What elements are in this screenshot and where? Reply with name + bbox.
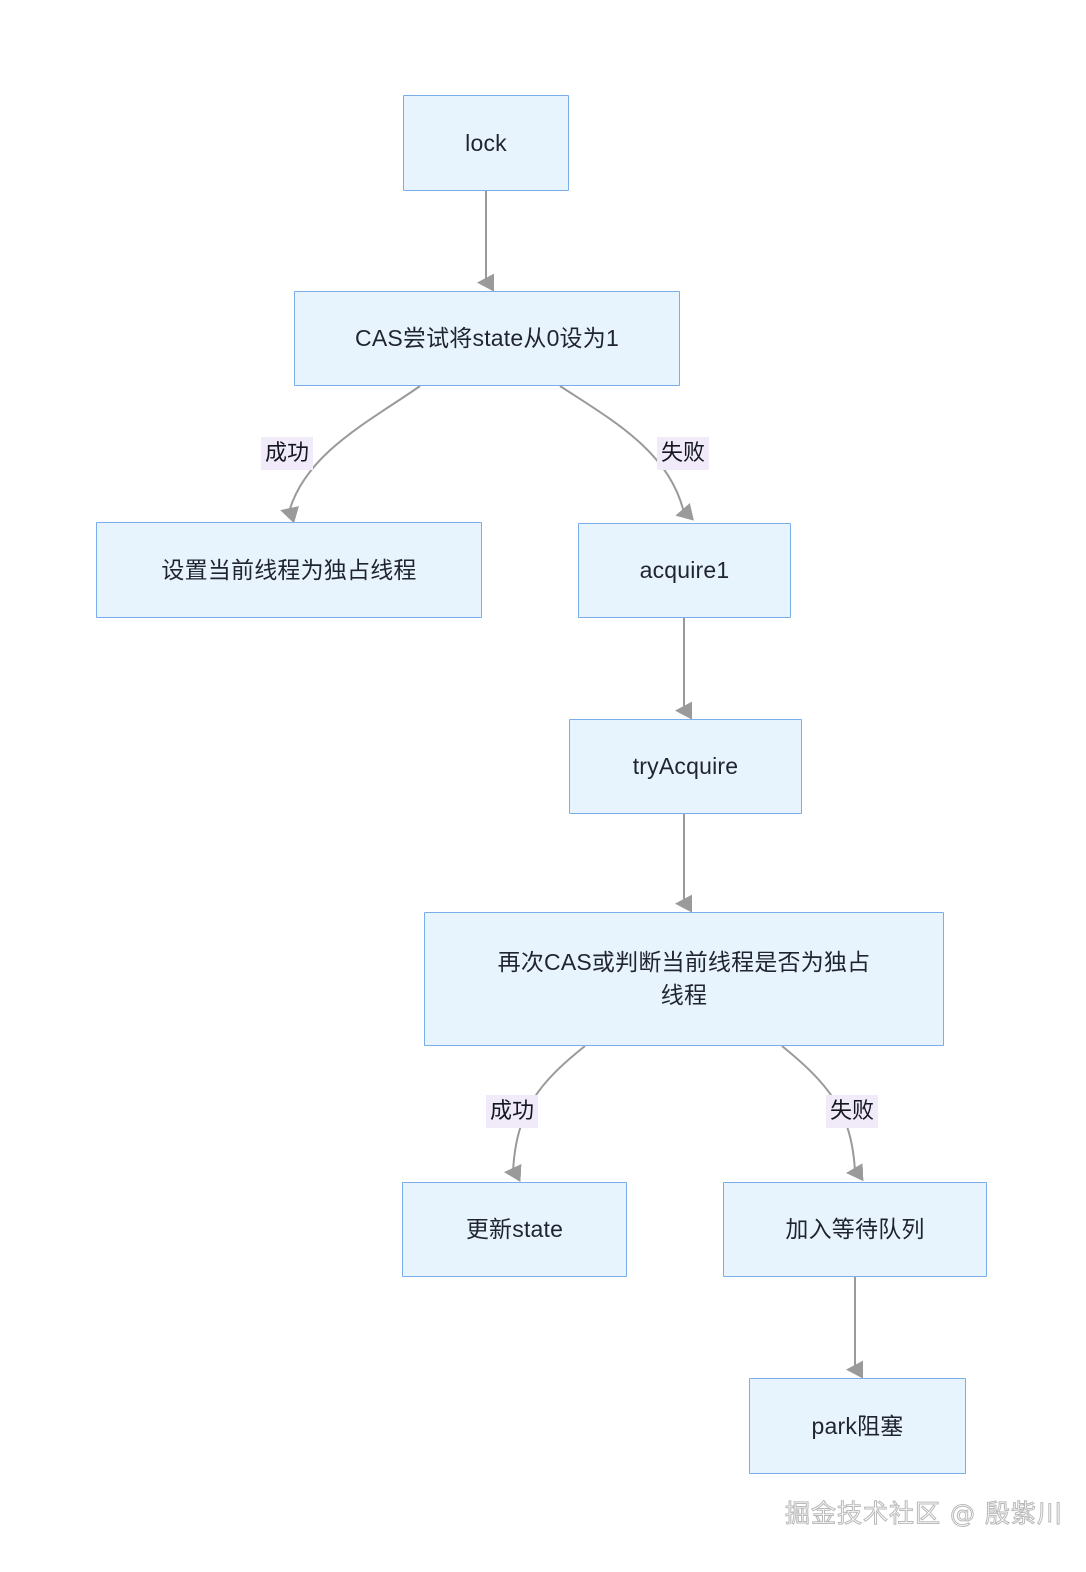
edge-label-lbl-cas-success: 成功 <box>261 437 314 470</box>
flow-node-label-recheck: 再次CAS或判断当前线程是否为独占 线程 <box>497 949 871 1008</box>
flow-node-tryacquire[interactable]: tryAcquire <box>569 719 802 814</box>
flow-node-acquire1[interactable]: acquire1 <box>578 523 791 618</box>
flow-node-setexclusive[interactable]: 设置当前线程为独占线程 <box>96 522 482 618</box>
flow-node-updatestate[interactable]: 更新state <box>402 1182 627 1277</box>
edge-label-lbl-recheck-success: 成功 <box>486 1095 539 1128</box>
edge-label-lbl-recheck-fail: 失败 <box>826 1095 879 1128</box>
edge-label-lbl-cas-fail: 失败 <box>657 437 710 470</box>
flow-node-label-cas: CAS尝试将state从0设为1 <box>355 325 619 352</box>
flow-node-label-enqueue: 加入等待队列 <box>785 1216 925 1243</box>
flow-node-label-updatestate: 更新state <box>465 1216 564 1243</box>
flow-node-label-tryacquire: tryAcquire <box>632 753 739 780</box>
flow-node-label-acquire1: acquire1 <box>639 557 730 584</box>
flow-node-cas[interactable]: CAS尝试将state从0设为1 <box>294 291 680 386</box>
flow-node-label-lock: lock <box>465 129 507 156</box>
flow-node-recheck[interactable]: 再次CAS或判断当前线程是否为独占 线程 <box>424 912 944 1046</box>
flow-node-label-setexclusive: 设置当前线程为独占线程 <box>161 556 417 583</box>
flow-node-label-park: park阻塞 <box>811 1412 904 1439</box>
flow-node-enqueue[interactable]: 加入等待队列 <box>723 1182 987 1277</box>
watermark-text: 掘金技术社区 @ 殷紫川 <box>785 1499 1063 1529</box>
flow-node-park[interactable]: park阻塞 <box>749 1378 966 1474</box>
flow-node-lock[interactable]: lock <box>403 95 569 191</box>
